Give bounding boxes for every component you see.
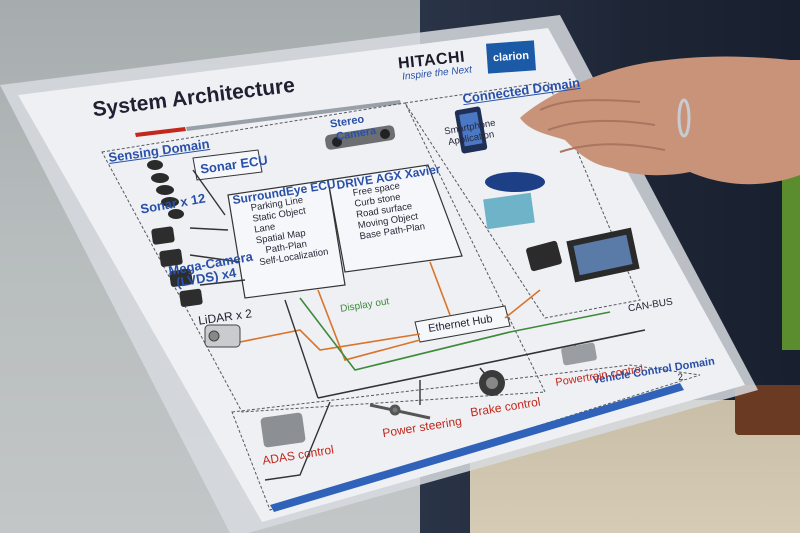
cloud-service-icon [483, 172, 545, 230]
wire-sonar [192, 169, 226, 216]
sensing-domain-box [101, 102, 546, 413]
connected-domain-box [404, 81, 641, 319]
stereo-camera-icon [325, 125, 396, 150]
drive-agx-list: Free space Curb stone Road surface Movin… [352, 178, 426, 243]
can-bus-line [317, 329, 646, 399]
wire-orange-4 [504, 289, 541, 319]
telematics-module-icon [526, 240, 562, 272]
ethernet-hub-box [414, 305, 511, 343]
wire-display-green [299, 297, 611, 371]
drive-agx-box [327, 164, 463, 273]
wire-orange-3 [429, 261, 451, 316]
clarion-badge: clarion [486, 40, 536, 74]
head-unit-icon [566, 227, 640, 283]
wire-black-1 [284, 299, 319, 399]
wire-adas [264, 401, 331, 481]
presenter-hand [520, 56, 800, 185]
brake-icon [479, 370, 505, 396]
surroundeye-box [227, 179, 346, 299]
wire-orange-2 [317, 289, 421, 361]
powertrain-icon [561, 342, 597, 366]
title-underline-grey [186, 100, 401, 131]
wire-camera-3 [199, 279, 246, 286]
bottom-blue-band [270, 383, 684, 512]
wire-lidar-orange [239, 329, 421, 351]
mega-camera-icon [151, 226, 203, 307]
title-underline-red [135, 127, 186, 137]
wire-camera-2 [189, 254, 241, 263]
adas-unit-icon [260, 412, 306, 448]
smartphone-icon [454, 106, 488, 154]
lanyard-badge [782, 170, 800, 350]
surroundeye-list: Parking Line Static Object Lane Spatial … [250, 192, 329, 268]
steering-icon [369, 403, 431, 420]
lidar-icon [204, 324, 241, 348]
sonar-sensors-icon [147, 160, 184, 219]
wire-camera-1 [189, 227, 229, 231]
